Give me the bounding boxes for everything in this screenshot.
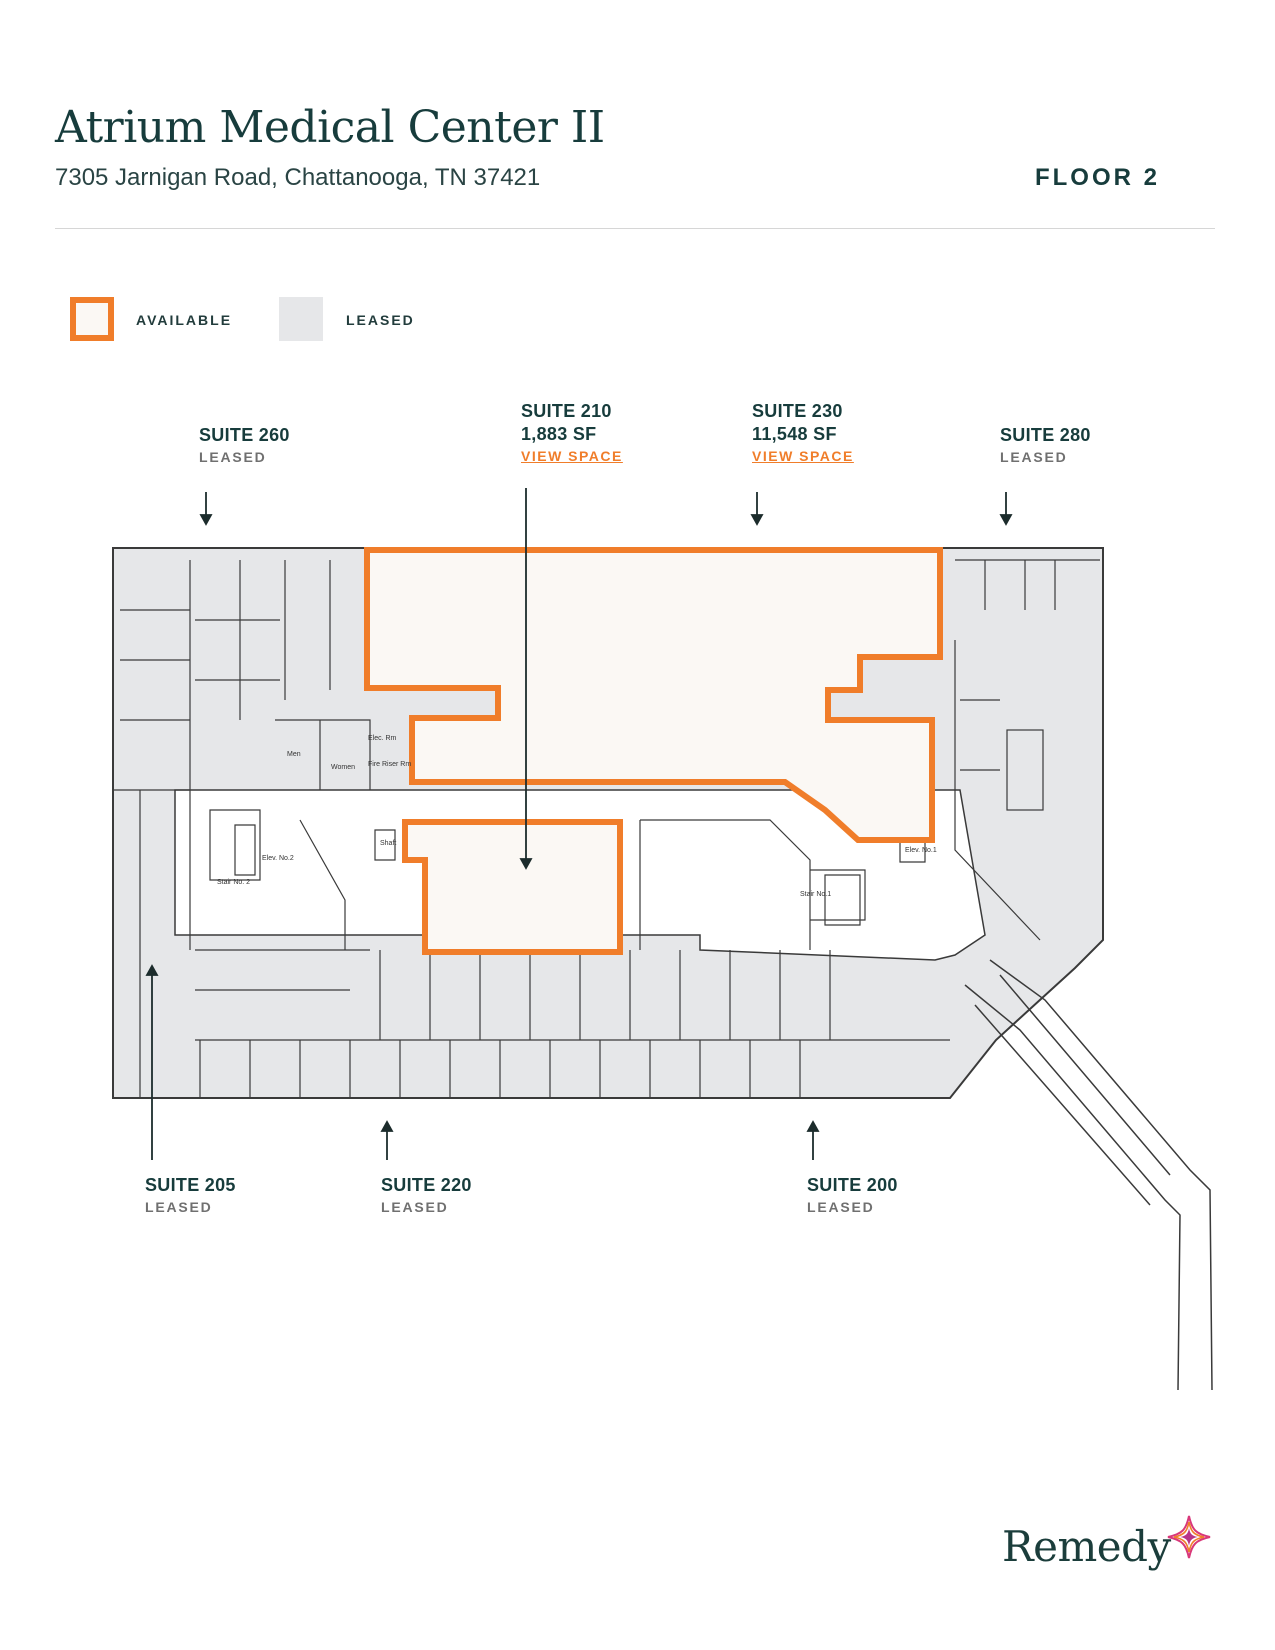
suite-arrows (145, 488, 1013, 1160)
suite-205-label: SUITE 205 LEASED (145, 1174, 236, 1217)
plan-label-elev-2: Elev. No.2 (262, 855, 294, 862)
suite-260-status: LEASED (199, 449, 267, 465)
plan-label-stair-1: Stair No.1 (800, 891, 831, 898)
suite-200-name: SUITE 200 (807, 1175, 898, 1195)
plan-label-elev-1: Elev. No.1 (905, 847, 937, 854)
legend-leased-swatch (279, 297, 323, 341)
legend-available-swatch (70, 297, 114, 341)
plan-label-women: Women (331, 764, 355, 771)
suite-205-name: SUITE 205 (145, 1175, 236, 1195)
plan-label-shaft: Shaft (380, 840, 396, 847)
remedy-logo-text: Remedy (1002, 1522, 1171, 1571)
suite-220-name: SUITE 220 (381, 1175, 472, 1195)
suite-280-name: SUITE 280 (1000, 425, 1091, 445)
suite-210-area[interactable] (402, 819, 623, 955)
suite-200-label: SUITE 200 LEASED (807, 1174, 898, 1217)
plan-label-fire-riser: Fire Riser Rm (368, 761, 411, 768)
suite-205-status: LEASED (145, 1199, 213, 1215)
suite-220-label: SUITE 220 LEASED (381, 1174, 472, 1217)
plan-label-stair-2: Stair No. 2 (217, 879, 250, 886)
floor-label: FLOOR 2 (1034, 164, 1160, 191)
legend-available-label: AVAILABLE (136, 312, 233, 328)
remedy-star-icon (1167, 1515, 1211, 1559)
suite-200-status: LEASED (807, 1199, 875, 1215)
suite-230-area[interactable] (364, 547, 943, 843)
suite-210-label: SUITE 210 1,883 SF VIEW SPACE (521, 400, 623, 466)
page-title: Atrium Medical Center II (55, 102, 605, 153)
suite-210-area: 1,883 SF (521, 424, 597, 444)
building-address: 7305 Jarnigan Road, Chattanooga, TN 3742… (55, 164, 541, 191)
interior-walls (113, 559, 1100, 1098)
plan-label-men: Men (287, 751, 301, 758)
suite-260-name: SUITE 260 (199, 425, 290, 445)
suite-210-name: SUITE 210 (521, 401, 612, 421)
suite-260-label: SUITE 260 LEASED (199, 424, 290, 467)
suite-230-name: SUITE 230 (752, 401, 843, 421)
suite-280-status: LEASED (1000, 449, 1068, 465)
suite-210-view-space-link[interactable]: VIEW SPACE (521, 448, 623, 464)
legend-leased-label: LEASED (346, 312, 415, 328)
skybridge (964, 959, 1213, 1391)
suite-230-area: 11,548 SF (752, 424, 837, 444)
suite-230-view-space-link[interactable]: VIEW SPACE (752, 448, 854, 464)
suite-280-label: SUITE 280 LEASED (1000, 424, 1091, 467)
header-divider (55, 228, 1215, 229)
suite-230-label: SUITE 230 11,548 SF VIEW SPACE (752, 400, 854, 466)
plan-label-elec-rm: Elec. Rm (368, 735, 397, 742)
suite-220-status: LEASED (381, 1199, 449, 1215)
